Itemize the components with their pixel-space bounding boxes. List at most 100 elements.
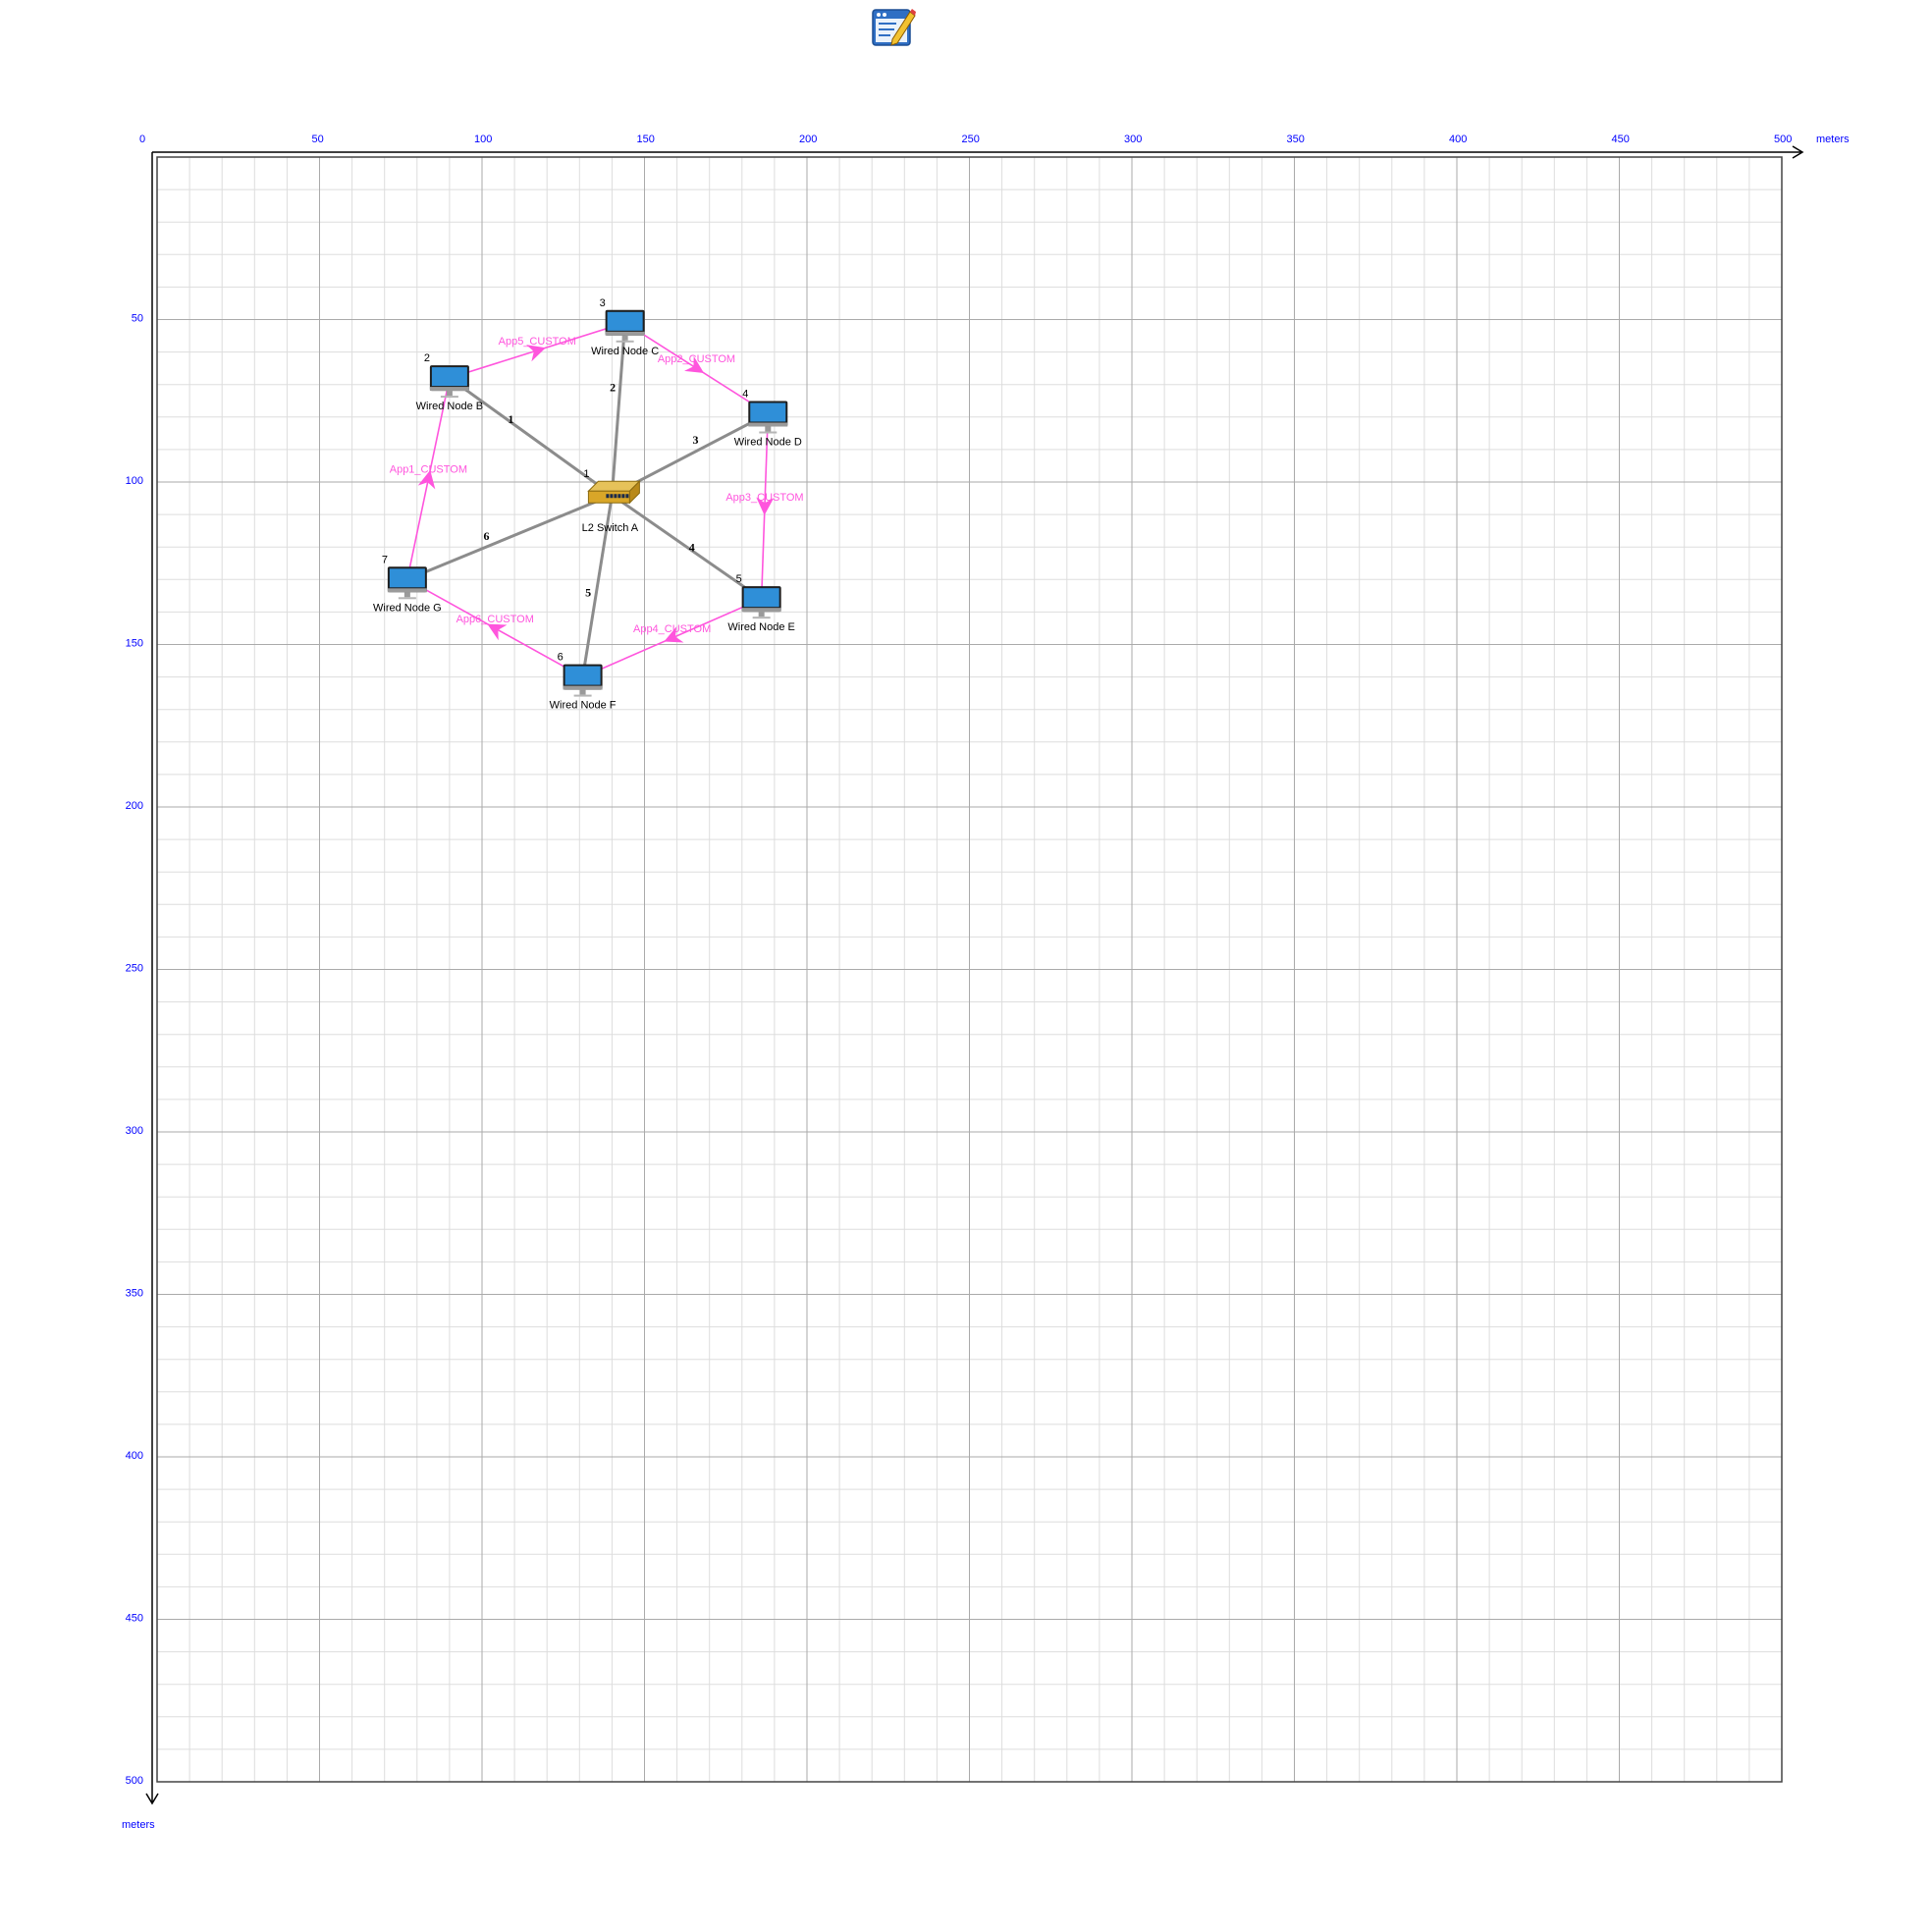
monitor-stand — [398, 597, 416, 600]
wired-link[interactable] — [611, 494, 763, 601]
device-name-label: Wired Node C — [591, 346, 659, 357]
x-axis-unit: meters — [1816, 134, 1850, 145]
switch-side — [628, 480, 640, 505]
y-tick-label: 450 — [126, 1613, 143, 1625]
device-id-label: 6 — [558, 652, 564, 664]
device-name-label: Wired Node F — [550, 700, 617, 712]
monitor-stand — [752, 617, 771, 619]
y-tick-label: 50 — [132, 313, 143, 325]
device-id-label: 7 — [382, 554, 388, 565]
switch-port — [606, 494, 610, 499]
switch-port — [617, 494, 621, 499]
monitor-chin — [563, 685, 603, 690]
application-arrow — [525, 345, 546, 362]
device-name-label: L2 Switch A — [582, 522, 639, 534]
y-axis-arrow — [145, 1793, 159, 1805]
computer-icon — [748, 401, 788, 434]
application-arrow — [487, 623, 508, 641]
y-tick-label: 150 — [126, 638, 143, 650]
device-id-label: 5 — [736, 573, 742, 585]
y-tick-label: 200 — [126, 800, 143, 812]
monitor-screen — [607, 311, 643, 331]
monitor-chin — [429, 387, 469, 392]
axes: 0 50 100 150 200 250 300 350 400 450 500 50 100 150 20… — [122, 134, 1850, 1831]
monitor-screen — [431, 367, 467, 387]
application-label: App5_CUSTOM — [499, 336, 576, 348]
device-id-label: 1 — [583, 468, 589, 480]
monitor-stand — [573, 694, 592, 697]
y-axis-unit: meters — [122, 1819, 155, 1831]
wired-link[interactable] — [406, 493, 613, 581]
edit-properties-icon-graphic — [872, 9, 916, 46]
l2-switch-device[interactable]: 1 L2 Switch A — [582, 468, 641, 534]
application-arrow — [417, 469, 436, 490]
x-tick-label: 0 — [139, 134, 145, 145]
device-id-label: 3 — [600, 297, 606, 309]
device-id-label: 2 — [424, 352, 430, 364]
switch-port — [625, 494, 629, 499]
link-id-label: 5 — [585, 586, 591, 600]
computer-icon — [387, 566, 427, 600]
application-label: App1_CUSTOM — [390, 464, 467, 476]
monitor-screen — [750, 402, 786, 422]
link-id-label: 6 — [483, 529, 489, 543]
monitor-neck — [403, 592, 410, 598]
link-id-label: 3 — [693, 433, 699, 447]
application-arrow — [684, 355, 705, 373]
x-tick-label: 150 — [637, 134, 655, 145]
application-label: App3_CUSTOM — [725, 492, 803, 504]
edit-properties-icon[interactable] — [871, 6, 916, 49]
computer-icon — [741, 586, 781, 619]
monitor-chin — [387, 588, 427, 593]
device-name-label: Wired Node D — [734, 436, 802, 448]
y-tick-label: 250 — [126, 963, 143, 975]
monitor-stand — [616, 340, 634, 343]
wired-link[interactable] — [581, 495, 614, 677]
x-tick-label: 200 — [799, 134, 817, 145]
y-tick-label: 100 — [126, 475, 143, 487]
computer-icon — [563, 664, 603, 697]
switch-port — [621, 494, 625, 499]
monitor-screen — [389, 568, 425, 588]
monitor-neck — [446, 391, 453, 397]
monitor-screen — [743, 588, 779, 608]
wired-link[interactable] — [610, 322, 627, 496]
application-arrow — [664, 626, 684, 643]
monitor-neck — [621, 335, 628, 341]
monitor-screen — [564, 666, 601, 685]
monitor-neck — [758, 612, 765, 617]
monitor-neck — [765, 426, 772, 432]
y-tick-label: 350 — [126, 1288, 143, 1300]
link-id-label: 4 — [689, 541, 695, 555]
computer-icon — [429, 365, 469, 399]
x-tick-label: 100 — [474, 134, 492, 145]
device-name-label: Wired Node E — [727, 621, 794, 633]
grid-major-lines — [156, 156, 1783, 1783]
device-name-label: Wired Node G — [373, 602, 442, 614]
device-id-label: 4 — [742, 388, 748, 400]
x-tick-label: 450 — [1612, 134, 1630, 145]
switch-port — [610, 494, 614, 499]
monitor-stand — [759, 431, 778, 434]
y-tick-label: 500 — [126, 1775, 143, 1787]
x-tick-label: 400 — [1449, 134, 1467, 145]
wired-link[interactable] — [449, 376, 614, 497]
application-arrow — [756, 497, 775, 515]
monitor-stand — [440, 396, 458, 399]
x-tick-label: 50 — [312, 134, 324, 145]
x-tick-label: 500 — [1774, 134, 1792, 145]
y-tick-label: 300 — [126, 1125, 143, 1137]
link-id-label: 2 — [610, 380, 616, 394]
switch-port — [614, 494, 617, 499]
l2-switch-icon — [587, 480, 641, 505]
applications-layer: App1_CUSTOMApp5_CUSTOMApp2_CUSTOMApp3_CU… — [390, 322, 804, 678]
x-axis-arrow — [1792, 145, 1804, 159]
